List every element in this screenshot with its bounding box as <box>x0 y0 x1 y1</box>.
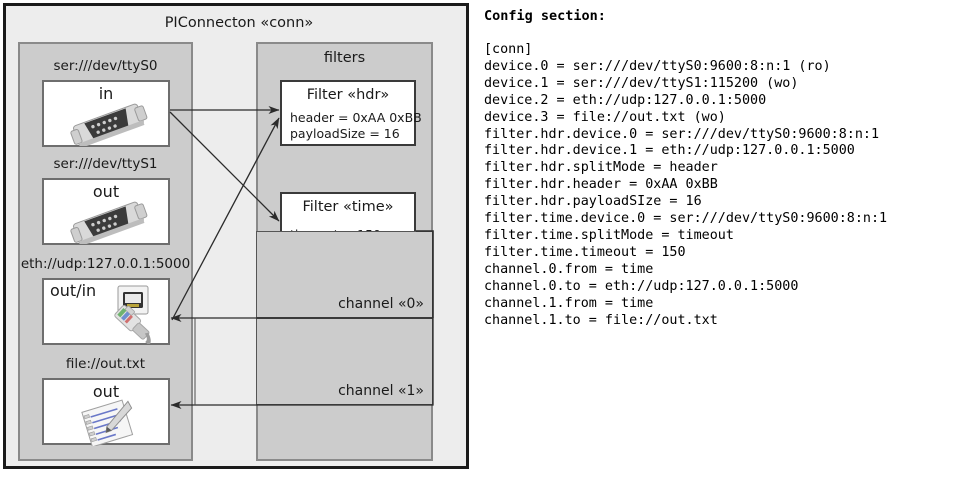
device-card-3[interactable]: out <box>42 378 170 448</box>
channel-compartment-1[interactable]: channel «1» <box>256 318 433 405</box>
channel-compartment-0[interactable]: channel «0» <box>256 231 433 318</box>
config-line: filter.time.splitMode = timeout <box>484 227 734 243</box>
filter-card-hdr[interactable]: Filter «hdr» header = 0xAA 0xBB payloadS… <box>280 80 422 146</box>
config-line: filter.hdr.header = 0xAA 0xBB <box>484 177 718 193</box>
config-line: filter.hdr.payloadSIze = 16 <box>484 194 702 210</box>
device-label-3: out <box>92 382 120 401</box>
device-label-2: out/in <box>50 281 97 300</box>
filters-title: filters <box>323 50 366 66</box>
config-line: filter.time.device.0 = ser:///dev/ttyS0:… <box>484 211 888 227</box>
serial-port-icon <box>66 200 152 248</box>
config-line: device.3 = file://out.txt (wo) <box>484 109 726 125</box>
filter-prop-hdr-header: header = 0xAA 0xBB <box>290 110 422 125</box>
filter-title-hdr: Filter «hdr» <box>306 87 390 103</box>
config-line: filter.hdr.device.0 = ser:///dev/ttyS0:9… <box>484 126 880 142</box>
config-line: filter.hdr.splitMode = header <box>484 160 718 176</box>
device-card-2[interactable]: out/in <box>42 278 170 348</box>
device-caption-3: file://out.txt <box>65 356 146 372</box>
config-section: Config section: [conn]device.0 = ser:///… <box>482 0 964 484</box>
channel-label-1: channel «1» <box>338 383 424 399</box>
config-line: filter.hdr.device.1 = eth://udp:127.0.0.… <box>484 143 855 159</box>
ethernet-plug-icon <box>96 284 170 348</box>
device-caption-2: eth://udp:127.0.0.1:5000 <box>20 256 191 272</box>
config-line: channel.0.to = eth://udp:127.0.0.1:5000 <box>484 278 799 294</box>
component-diagram: PIConnecton «conn» ser:///dev/ttyS0 in <box>0 0 478 484</box>
config-text: [conn]device.0 = ser:///dev/ttyS0:9600:8… <box>484 42 887 329</box>
channel-label-0: channel «0» <box>338 296 424 312</box>
device-card-1[interactable]: out <box>42 178 170 248</box>
device-caption-0: ser:///dev/ttyS0 <box>53 58 158 74</box>
config-line: filter.time.timeout = 150 <box>484 244 686 260</box>
device-card-0[interactable]: in <box>42 80 170 150</box>
config-heading: Config section: <box>484 8 606 24</box>
config-line: device.1 = ser:///dev/ttyS1:115200 (wo) <box>484 75 799 91</box>
text-file-icon <box>76 398 148 450</box>
device-label-0: in <box>98 84 114 103</box>
config-line: [conn] <box>484 42 533 57</box>
config-line: device.0 = ser:///dev/ttyS0:9600:8:n:1 (… <box>484 58 831 74</box>
device-label-1: out <box>92 182 120 201</box>
filter-prop-hdr-payloadsize: payloadSize = 16 <box>290 126 400 141</box>
config-line: channel.0.from = time <box>484 261 654 277</box>
component-title: PIConnecton «conn» <box>164 15 314 31</box>
config-line: device.2 = eth://udp:127.0.0.1:5000 <box>484 92 767 108</box>
serial-port-icon <box>66 102 152 150</box>
config-line: channel.1.to = file://out.txt <box>484 312 718 328</box>
device-caption-1: ser:///dev/ttyS1 <box>53 156 158 172</box>
filter-title-time: Filter «time» <box>302 199 394 215</box>
config-line: channel.1.from = time <box>484 295 654 311</box>
